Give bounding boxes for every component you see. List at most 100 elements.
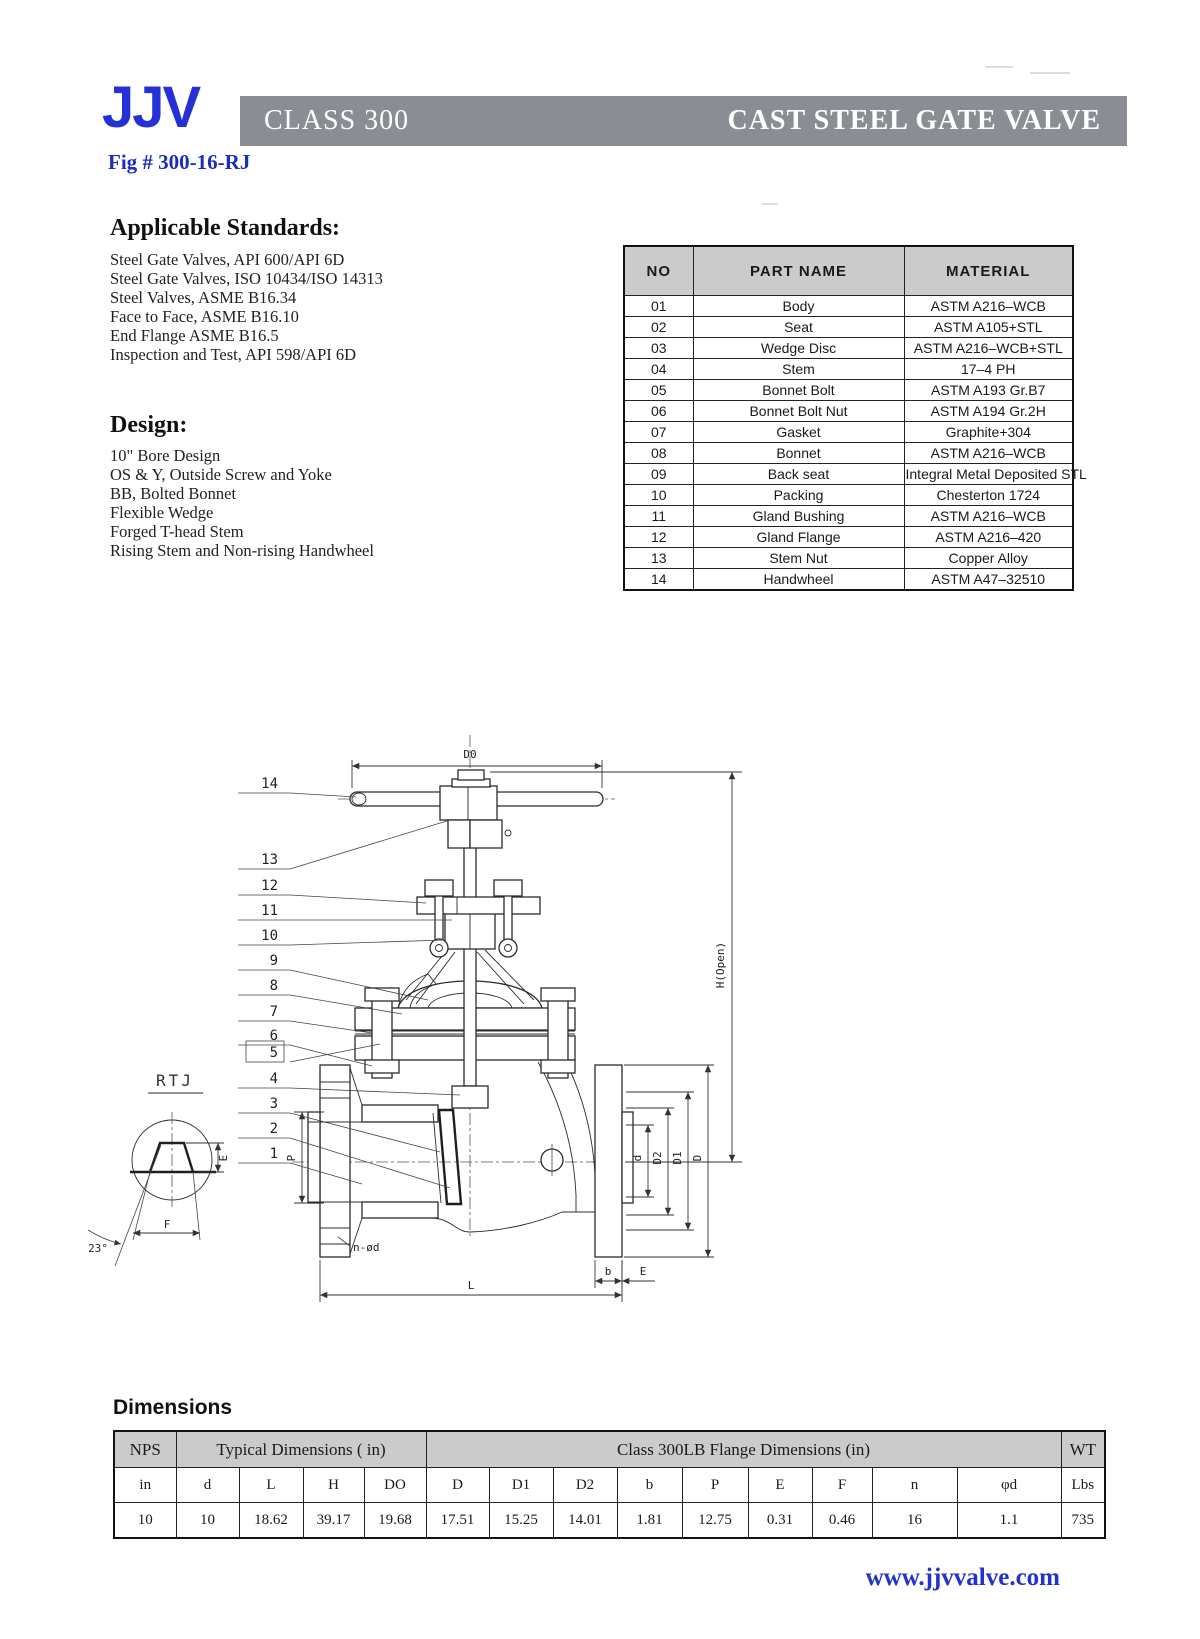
dimension-subheader-cell: E xyxy=(747,1467,813,1503)
dim-label-l: L xyxy=(468,1279,475,1292)
callout-number: 8 xyxy=(270,978,278,994)
scan-artifact xyxy=(1030,72,1070,74)
seat-ring xyxy=(432,1112,442,1204)
group-header-wt: WT xyxy=(1060,1430,1106,1468)
design-item: Rising Stem and Non-rising Handwheel xyxy=(110,541,374,560)
dim-label-d2: D2 xyxy=(651,1151,664,1164)
col-header-no: NO xyxy=(623,245,694,296)
scan-artifact xyxy=(762,203,778,205)
eyebolt-nut xyxy=(493,879,523,897)
bonnet-bolt-nut xyxy=(364,1059,400,1074)
standards-item: Inspection and Test, API 598/API 6D xyxy=(110,345,357,364)
class-rating-label: CLASS 300 xyxy=(264,105,410,136)
parts-table-header-row: NO PART NAME MATERIAL xyxy=(623,245,1074,296)
dimension-value-cell: 10 xyxy=(175,1502,240,1539)
dimension-subheader-cell: φd xyxy=(956,1467,1062,1503)
dimension-subheader-cell: P xyxy=(681,1467,749,1503)
dimension-value-cell: 0.46 xyxy=(811,1502,873,1539)
dimension-subheader-cell: d xyxy=(175,1467,240,1503)
callout-leader-line xyxy=(289,1020,373,1034)
callout-leader-line xyxy=(289,939,445,946)
dim-label-b: b xyxy=(605,1265,612,1278)
standards-item: Steel Valves, ASME B16.34 xyxy=(110,288,297,307)
dimension-subheader-cell: D2 xyxy=(552,1467,618,1503)
group-header-flange: Class 300LB Flange Dimensions (in) xyxy=(425,1430,1062,1468)
dimension-value-cell: 17.51 xyxy=(425,1502,490,1539)
col-header-part-name: PART NAME xyxy=(692,245,905,296)
rtj-detail: RTJ E F 23° xyxy=(87,1071,230,1267)
callout-number: 1 xyxy=(270,1146,278,1162)
callout-leader-line xyxy=(289,1137,451,1189)
dimension-value-cell: 18.62 xyxy=(238,1502,304,1539)
valve-body xyxy=(307,1061,634,1258)
callout-leader-line xyxy=(289,819,451,870)
dim-label-d0: D0 xyxy=(463,748,476,761)
dimension-subheader-cell: b xyxy=(616,1467,683,1503)
right-raised-face xyxy=(621,1111,634,1204)
rtj-angle-label: 23° xyxy=(88,1242,108,1255)
design-item: BB, Bolted Bonnet xyxy=(110,484,237,503)
handwheel-assembly xyxy=(338,769,615,849)
design-item: 10" Bore Design xyxy=(110,446,221,465)
design-item: Flexible Wedge xyxy=(110,503,214,522)
dim-label-p: P xyxy=(285,1154,298,1161)
handwheel-hub xyxy=(439,785,498,821)
standards-item: End Flange ASME B16.5 xyxy=(110,326,279,345)
dim-label-n-od: n-ød xyxy=(353,1241,380,1254)
dimension-value-cell: 14.01 xyxy=(552,1502,618,1539)
callout-number: 10 xyxy=(261,928,278,944)
stem-top-cap xyxy=(457,769,485,781)
company-logo: JJV xyxy=(102,75,201,140)
dimension-subheader-cell: H xyxy=(302,1467,365,1503)
wedge-disc xyxy=(437,1108,463,1206)
callout-number: 3 xyxy=(270,1096,278,1112)
bonnet-bolt-nut xyxy=(540,987,576,1002)
standards-heading: Applicable Standards: xyxy=(110,215,341,241)
callout-number: 14 xyxy=(261,776,278,792)
standards-item: Steel Gate Valves, API 600/API 6D xyxy=(110,250,345,269)
callout-number: 12 xyxy=(261,878,278,894)
callout-box xyxy=(245,1040,285,1063)
dimension-annotations: D0 H(Open) P L b E xyxy=(285,748,742,1302)
rtj-title: RTJ xyxy=(156,1071,194,1090)
dimensions-table: NPS Typical Dimensions ( in) Class 300LB… xyxy=(113,1430,1107,1539)
callout-number: 7 xyxy=(270,1004,278,1020)
dimension-subheader-cell: D xyxy=(425,1467,490,1503)
website-link[interactable]: www.jjvvalve.com xyxy=(865,1564,1060,1591)
pipe-top-wall xyxy=(361,1104,439,1123)
callout-number: 6 xyxy=(270,1028,278,1044)
dim-label-e: E xyxy=(640,1265,647,1278)
dimension-value-cell: 16 xyxy=(871,1502,958,1539)
group-header-nps: NPS xyxy=(113,1430,177,1468)
dimension-value-cell: 10 xyxy=(113,1502,177,1539)
callout-leader-line xyxy=(289,894,427,904)
callout-number: 13 xyxy=(261,852,278,868)
callout-leader-line xyxy=(289,1162,363,1185)
figure-number: Fig # 300-16-RJ xyxy=(108,150,251,174)
dimension-subheader-cell: L xyxy=(238,1467,304,1503)
design-item: Forged T-head Stem xyxy=(110,522,244,541)
right-end-flange xyxy=(594,1064,623,1258)
callout-number: 5 xyxy=(270,1045,278,1061)
back-seat xyxy=(451,1085,489,1109)
dimension-subheader-cell: n xyxy=(871,1467,958,1503)
bonnet-wall-section xyxy=(397,973,437,1009)
flange-bolt-hole xyxy=(321,1228,349,1244)
pipe-bottom-wall xyxy=(361,1201,439,1219)
dimension-subheader-cell: F xyxy=(811,1467,873,1503)
design-item: OS & Y, Outside Screw and Yoke xyxy=(110,465,332,484)
dimension-value-cell: 39.17 xyxy=(302,1502,365,1539)
